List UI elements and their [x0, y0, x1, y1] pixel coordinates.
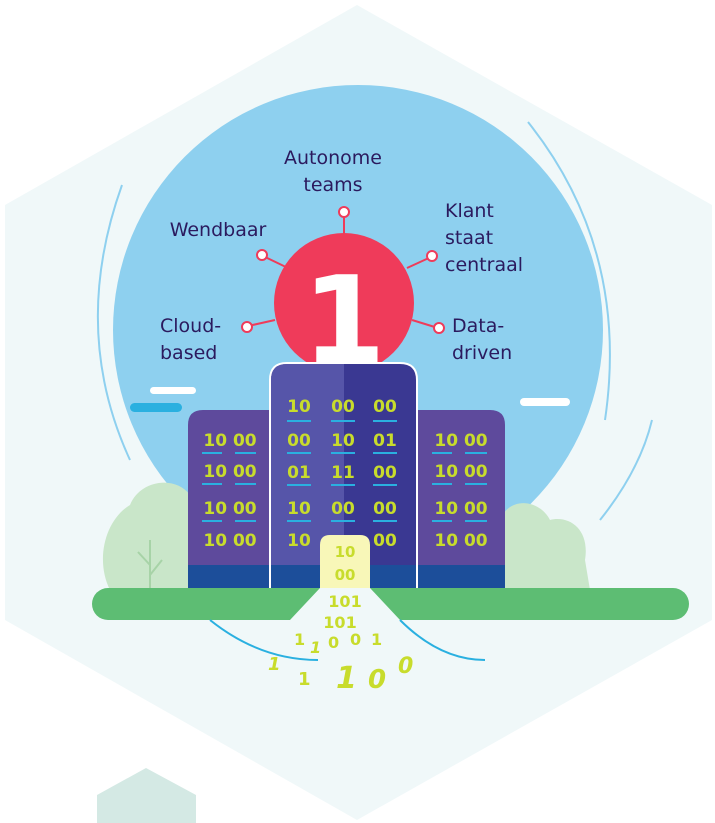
building-center: [269, 362, 418, 589]
data-stream: 101 101 1 1 0 0 1 1 1 1 0 0: [268, 592, 413, 696]
label-autonome-line2: teams: [303, 174, 362, 196]
stream-digit: 1: [294, 630, 305, 649]
tree-right: [500, 503, 590, 590]
stream-digit: 1: [310, 638, 321, 657]
stream-digit: 0: [350, 630, 361, 649]
code-right: 10 00 10 00 10 00 10 00: [432, 431, 488, 551]
cloud-dash-blue-left: [130, 403, 182, 412]
code-left-row: 10 00: [203, 462, 256, 482]
cloud-dash-white-left: [150, 387, 196, 394]
label-data-line2: driven: [452, 342, 512, 364]
label-klant-line3: centraal: [445, 254, 523, 276]
code-center-cell: 00: [331, 499, 355, 519]
left-arc: [96, 184, 131, 461]
code-right-row: 10 00: [434, 431, 487, 451]
code-right-row: 10 00: [434, 462, 487, 482]
code-center-cell: 00: [331, 397, 355, 417]
stream-digit: 1: [268, 654, 281, 675]
stream-digit: 1: [371, 630, 382, 649]
tree-left: [102, 482, 215, 590]
code-left-row: 10 00: [203, 531, 256, 551]
code-center-cell: 10: [287, 531, 311, 551]
code-center-cell: 00: [287, 431, 311, 451]
light-path: [290, 588, 400, 620]
code-center-cell: 01: [373, 431, 397, 451]
door-code: 10: [335, 543, 356, 561]
label-klant-line2: staat: [445, 227, 493, 249]
code-left-row: 10 00: [203, 499, 256, 519]
root-curve-right: [399, 619, 486, 661]
code-center-cell: 01: [287, 463, 311, 483]
code-center-cell: 00: [373, 397, 397, 417]
cloud-dash-white-right: [520, 398, 570, 406]
code-center-cell: 00: [373, 499, 397, 519]
connector-dots: [241, 206, 445, 334]
stream-digit: 0: [368, 665, 386, 695]
door-code: 00: [335, 566, 356, 584]
building-door: 10 00: [320, 535, 370, 590]
label-klant-line1: Klant: [445, 200, 494, 222]
code-center-cell: 10: [331, 431, 355, 451]
ground: [92, 588, 689, 620]
stream-digit: 0: [398, 654, 413, 679]
label-autonome-line1: Autonome: [284, 147, 382, 169]
building-right: [417, 410, 505, 588]
stream-digit: 101: [323, 613, 356, 632]
code-center-cell: 00: [373, 531, 397, 551]
code-left: 10 00 10 00 10 00 10 00: [202, 431, 257, 551]
code-center-cell: 11: [331, 463, 355, 483]
stream-digit: 101: [328, 592, 361, 611]
stream-digit: 1: [336, 661, 357, 696]
right-arc-outer: [599, 419, 653, 521]
label-wendbaar: Wendbaar: [170, 219, 267, 241]
small-house-shape: [97, 768, 196, 823]
stream-digit: 0: [328, 633, 339, 652]
code-left-row: 10 00: [203, 431, 256, 451]
label-data-line1: Data-: [452, 315, 504, 337]
code-center-cell: 00: [373, 463, 397, 483]
code-right-row: 10 00: [434, 499, 487, 519]
code-right-row: 10 00: [434, 531, 487, 551]
building-left: [188, 410, 272, 588]
label-cloud-line2: based: [160, 342, 217, 364]
code-center: 10 00 00 00 10 01 01 11 00 10 00 00 10 0…: [287, 397, 397, 551]
stream-digit: 1: [298, 669, 311, 690]
red-sun: [274, 233, 414, 373]
code-center-cell: 10: [287, 499, 311, 519]
root-curve-left: [209, 619, 319, 661]
code-center-cell: 10: [287, 397, 311, 417]
right-arc: [527, 121, 611, 421]
label-cloud-line1: Cloud-: [160, 315, 221, 337]
